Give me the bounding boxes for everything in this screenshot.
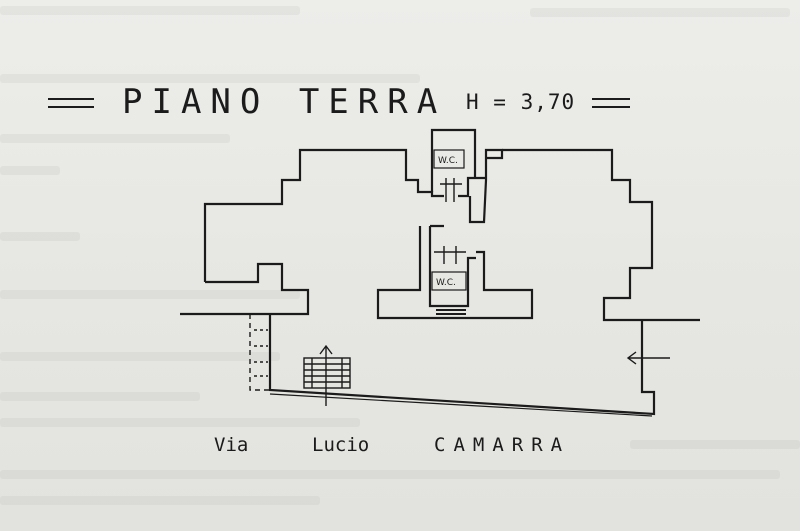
right-entrance-arrow <box>626 351 670 365</box>
street-frontage <box>268 314 656 416</box>
street-word-camarra: CAMARRA <box>434 434 571 456</box>
title-row: PIANO TERRA H = 3,70 <box>0 80 800 124</box>
lower-wc-inner-wall <box>428 224 476 308</box>
street-word-lucio: Lucio <box>312 434 370 456</box>
title-rule-left <box>48 98 94 108</box>
lower-wc-door <box>434 246 466 264</box>
floor-title: PIANO TERRA <box>122 82 447 122</box>
left-unit-wall <box>203 148 444 282</box>
title-rule-right <box>592 98 630 108</box>
left-unit-front-wall <box>180 262 310 316</box>
right-unit-wall <box>502 148 700 322</box>
lower-wc-wall <box>376 226 534 320</box>
upper-wc-door <box>440 178 462 202</box>
gate-hatching <box>254 329 268 377</box>
stair-treads <box>304 358 350 388</box>
central-corridor-wall <box>468 148 504 224</box>
stair-arrow <box>319 344 333 406</box>
lower-wc-threshold <box>436 309 466 315</box>
lower-wc-label: W.C. <box>436 278 456 288</box>
sidewalk-line <box>249 314 270 391</box>
entrance-stair <box>303 357 351 389</box>
ceiling-height-label: H = 3,70 <box>466 90 576 114</box>
street-word-via: Via <box>214 434 249 456</box>
wc-labels: W.C. W.C. <box>431 149 467 291</box>
sidewalk-edge <box>269 393 653 417</box>
upper-wc-label: W.C. <box>438 156 458 166</box>
upper-wc-wall <box>430 128 477 198</box>
